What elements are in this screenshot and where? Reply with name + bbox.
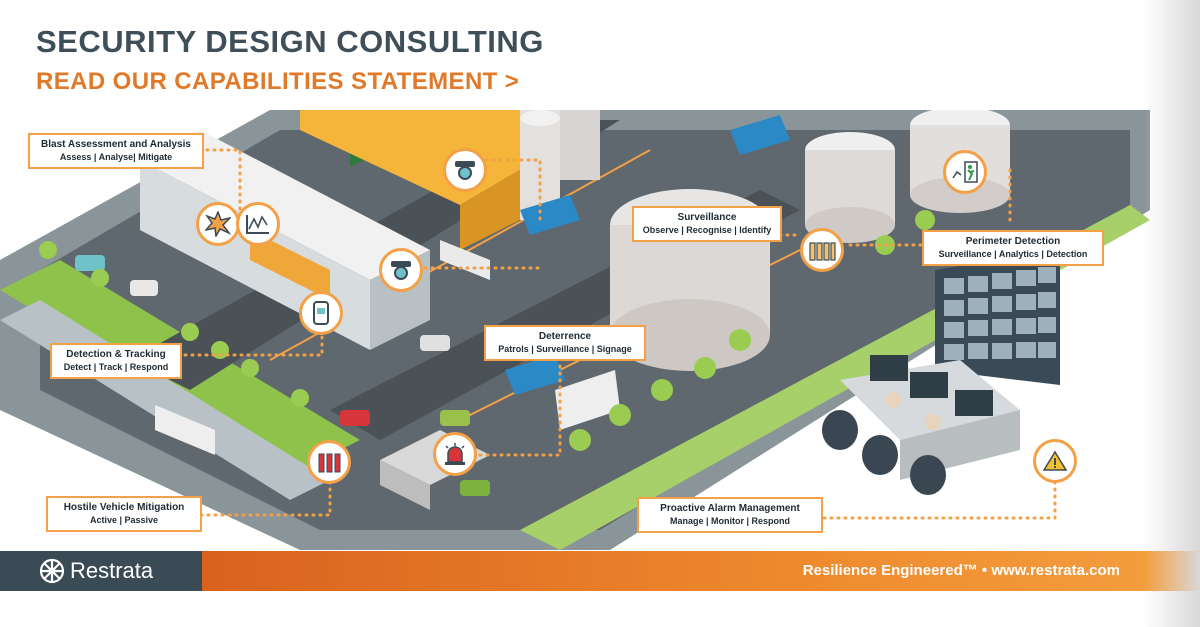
callout-title: Hostile Vehicle Mitigation [63, 502, 185, 513]
page-title: SECURITY DESIGN CONSULTING [36, 24, 544, 59]
callout-title: Deterrence [538, 331, 592, 342]
callout-perimeter-detection: Perimeter Detection Surveillance | Analy… [922, 230, 1104, 266]
callout-title: Proactive Alarm Management [660, 503, 800, 514]
callout-proactive-alarm-management: Proactive Alarm Management Manage | Moni… [637, 497, 823, 533]
siren-icon [433, 432, 477, 476]
callout-surveillance: Surveillance Observe | Recognise | Ident… [632, 206, 782, 242]
bollard-icon [307, 440, 351, 484]
footer-bar: Restrata Resilience Engineered™ • www.re… [0, 551, 1200, 591]
callout-blast-assessment: Blast Assessment and Analysis Assess | A… [28, 133, 204, 169]
running-person-icon [943, 150, 987, 194]
tagline-link[interactable]: Resilience Engineered™ • www.restrata.co… [802, 562, 1120, 579]
warning-icon [1033, 439, 1077, 483]
callout-title: Perimeter Detection [965, 236, 1061, 247]
brand-panel: Restrata [0, 551, 202, 591]
callout-subtitle: Manage | Monitor | Respond [669, 516, 791, 526]
chart-icon [236, 202, 280, 246]
callout-subtitle: Detect | Track | Respond [63, 362, 169, 372]
callout-deterrence: Deterrence Patrols | Surveillance | Sign… [484, 325, 646, 361]
callout-detection-tracking: Detection & Tracking Detect | Track | Re… [50, 343, 182, 379]
brand-name: Restrata [70, 558, 154, 583]
fence-icon [800, 228, 844, 272]
callout-subtitle: Assess | Analyse| Mitigate [59, 152, 173, 162]
camera-icon [443, 148, 487, 192]
restrata-logo-icon [39, 558, 65, 584]
callout-subtitle: Observe | Recognise | Identify [642, 225, 772, 235]
callout-title: Surveillance [677, 212, 737, 223]
callout-hostile-vehicle-mitigation: Hostile Vehicle Mitigation Active | Pass… [46, 496, 202, 532]
capabilities-link[interactable]: READ OUR CAPABILITIES STATEMENT > [36, 68, 520, 95]
callout-subtitle: Surveillance | Analytics | Detection [938, 249, 1088, 259]
callout-subtitle: Patrols | Surveillance | Signage [498, 344, 632, 354]
callout-title: Detection & Tracking [66, 349, 166, 360]
page-edge-shadow [1144, 0, 1200, 627]
callout-title: Blast Assessment and Analysis [41, 139, 191, 150]
camera-icon [379, 248, 423, 292]
callout-subtitle: Active | Passive [89, 515, 159, 525]
explosion-icon [196, 202, 240, 246]
tagline-panel: Resilience Engineered™ • www.restrata.co… [202, 551, 1200, 591]
cctv-dome-icon [299, 291, 343, 335]
